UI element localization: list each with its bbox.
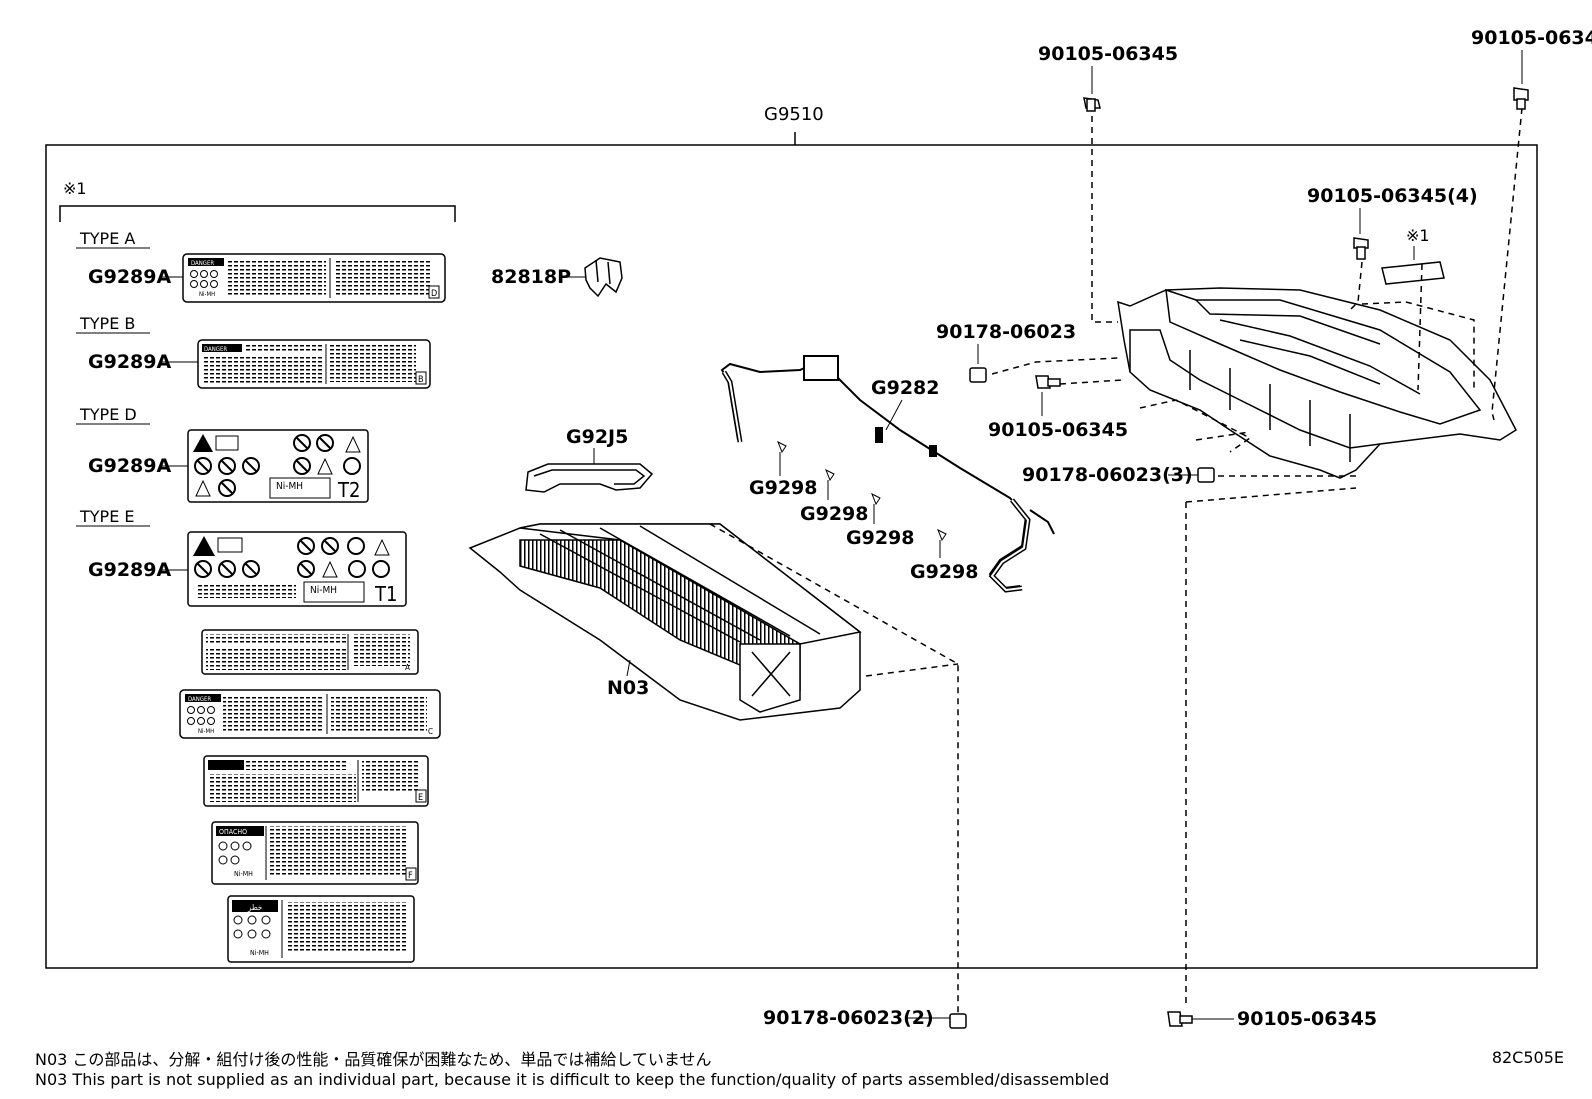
type-d-label: TYPE D [79, 405, 137, 424]
sticker-d-t2: T2 [337, 478, 360, 502]
sticker-f-nimh: Ni-MH [234, 870, 253, 878]
bolt-icon-top-mid [1083, 97, 1101, 112]
nut-icon-qty3 [1197, 467, 1215, 483]
sticker-a-danger: DANGER [191, 260, 214, 267]
bolt-right-qty4-label: 90105-06345(4) [1307, 185, 1478, 207]
sticker-c-danger: DANGER [188, 696, 211, 703]
clip-icon-4 [937, 528, 947, 542]
type-d-group: TYPE D G9289A [76, 405, 188, 477]
type-a-label: TYPE A [79, 229, 135, 248]
type-e-part: G9289A [88, 559, 171, 581]
sticker-b-tag: B [418, 375, 424, 385]
sticker-variant-f-tag: F [408, 871, 413, 881]
sticker-case-icon [1381, 261, 1445, 285]
bolt-icon-bottom-right [1167, 1011, 1193, 1027]
sticker-variant-a: A [201, 629, 419, 675]
clip-icon-3 [871, 492, 881, 506]
clip-icon-1 [777, 440, 787, 454]
part-n03-label: N03 [607, 677, 649, 699]
clip-label-1: G9298 [749, 477, 817, 499]
upper-case-icon [1117, 287, 1517, 479]
diagram-code: 82C505E [1491, 1048, 1564, 1067]
bolt-mid-right-label: 90105-06345 [988, 419, 1128, 441]
sticker-type-b: DANGER B [197, 339, 431, 389]
bolt-icon-right-qty4 [1353, 237, 1369, 260]
sticker-variant-e-tag: E [418, 793, 423, 803]
sticker-c-tag: C [428, 727, 433, 736]
sticker-variant-e: E [203, 755, 429, 807]
bolt-icon-mid-right [1035, 375, 1061, 389]
sticker-e-t1: T1 [374, 582, 397, 606]
type-b-label: TYPE B [79, 314, 135, 333]
sticker-b-danger: DANGER [204, 346, 227, 353]
sticker-type-e: Ni-MH T1 [187, 531, 407, 607]
note-mark-case: ※1 [1406, 226, 1430, 245]
type-e-label: TYPE E [79, 507, 135, 526]
nut-upper-label: 90178-06023 [936, 321, 1076, 343]
type-b-part: G9289A [88, 351, 171, 373]
sticker-d-nimh: Ni-MH [276, 481, 303, 492]
group-frame [45, 144, 1538, 969]
bolt-bottom-right-label: 90105-06345 [1237, 1008, 1377, 1030]
type-e-group: TYPE E G9289A [76, 507, 188, 581]
sticker-a-nimh: Ni-MH [199, 291, 215, 298]
clip-label-4: G9298 [910, 561, 978, 583]
sticker-type-a: DANGER Ni-MH D [182, 253, 446, 303]
sticker-variant-a-tag: A [405, 663, 410, 672]
note-japanese: N03 この部品は、分解・組付け後の性能・品質確保が困難なため、単品では補給して… [35, 1050, 712, 1069]
dashed-leaders [709, 107, 1523, 1016]
type-a-part: G9289A [88, 266, 171, 288]
part-82818p-label: 82818P [491, 266, 571, 288]
note-mark-left: ※1 [63, 179, 87, 198]
sticker-variant-c: DANGER Ni-MH C [179, 689, 441, 739]
sticker-c-nimh: Ni-MH [198, 728, 214, 735]
group-label: G9510 [764, 104, 824, 125]
sticker-arabic-danger: خطر [247, 903, 262, 912]
nut-qty3-label: 90178-06023(3) [1022, 464, 1193, 486]
clip-label-2: G9298 [800, 503, 868, 525]
sticker-variant-f: ОПАСНО Ni-MH F [211, 821, 419, 885]
type-d-part: G9289A [88, 455, 171, 477]
sticker-a-tag: D [431, 289, 437, 299]
sticker-f-opasno: ОПАСНО [219, 828, 247, 836]
sticker-type-d: Ni-MH T2 [187, 429, 369, 503]
clip-label-3: G9298 [846, 527, 914, 549]
bolt-top-mid-label: 90105-06345 [1038, 43, 1178, 65]
sticker-arabic-nimh: Ni-MH [250, 949, 269, 957]
type-b-group: TYPE B G9289A [76, 314, 198, 373]
sticker-e-nimh: Ni-MH [310, 585, 337, 596]
note-english: N03 This part is not supplied as an indi… [35, 1070, 1110, 1089]
sticker-variant-arabic: خطر Ni-MH [227, 895, 415, 963]
part-g92j5-label: G92J5 [566, 426, 628, 448]
bolt-icon-top-right [1513, 87, 1529, 110]
cover-icon [525, 463, 654, 493]
type-a-group: TYPE A G9289A [76, 229, 183, 288]
nut-icon-upper [969, 367, 987, 383]
wire-harness-icon [720, 355, 1055, 593]
clip-icon-2 [825, 468, 835, 482]
bracket-icon [584, 257, 623, 298]
bolt-top-right-label: 90105-06345 [1471, 27, 1592, 49]
nut-qty2-label: 90178-06023(2) [763, 1007, 934, 1029]
battery-module-icon [468, 523, 862, 721]
part-g9282-label: G9282 [871, 377, 939, 399]
nut-icon-qty2 [949, 1013, 967, 1029]
